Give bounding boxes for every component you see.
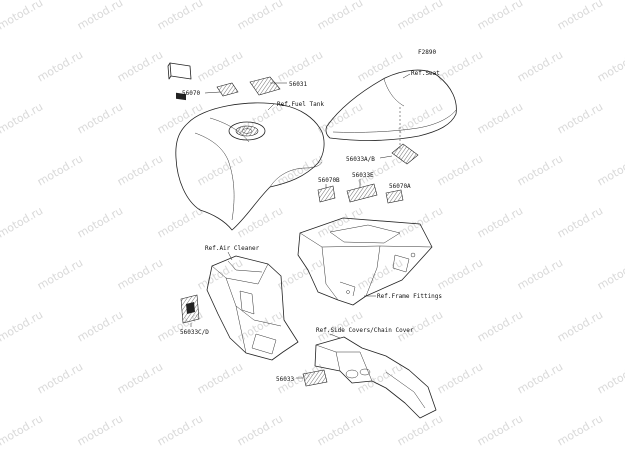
watermark-text: motod.ru: [75, 412, 125, 448]
watermark-text: motod.ru: [155, 0, 205, 33]
watermark-text: motod.ru: [435, 48, 485, 84]
decal-56070: 56070: [182, 82, 239, 97]
watermark-text: motod.ru: [435, 360, 485, 396]
watermark-text: motod.ru: [115, 360, 165, 396]
watermark-text: motod.ru: [195, 48, 245, 84]
fuel-tank-outline: Ref.Fuel Tank: [175, 101, 325, 231]
callout-56070: 56070: [182, 90, 200, 97]
watermark-text: motod.ru: [195, 256, 245, 292]
watermark-text: motod.ru: [515, 360, 565, 396]
callout-56031: 56031: [289, 81, 307, 88]
watermark-text: motod.ru: [0, 100, 45, 136]
watermark-text: motod.ru: [315, 0, 365, 33]
watermark-text: motod.ru: [515, 48, 565, 84]
watermark-text: motod.ru: [355, 48, 405, 84]
watermark-text: motod.ru: [355, 256, 405, 292]
figure-code: F2890: [418, 49, 436, 56]
watermark-text: motod.ru: [75, 0, 125, 33]
watermark-text: motod.ru: [475, 412, 525, 448]
callout-ref-air-cleaner: Ref.Air Cleaner: [205, 245, 260, 252]
decal-56031: 56031: [249, 76, 307, 96]
watermark-text: motod.ru: [435, 256, 485, 292]
decal-56033e: 56033E: [346, 172, 378, 203]
callout-56033ab: 56033A/B: [346, 156, 375, 163]
callout-56033e: 56033E: [352, 172, 374, 179]
callout-ref-frame-fittings: Ref.Frame Fittings: [377, 293, 442, 300]
watermark-text: motod.ru: [155, 100, 205, 136]
watermark-text: motod.ru: [475, 204, 525, 240]
watermark-text: motod.ru: [195, 152, 245, 188]
frame-tray-outline: Ref.Frame Fittings: [297, 217, 442, 306]
watermark-text: motod.ru: [75, 100, 125, 136]
watermark-text: motod.ru: [555, 0, 605, 33]
callout-56070a: 56070A: [389, 183, 411, 190]
watermark-text: motod.ru: [35, 152, 85, 188]
watermark-text: motod.ru: [395, 100, 445, 136]
watermark-text: motod.ru: [595, 152, 625, 188]
watermark-text: motod.ru: [155, 204, 205, 240]
decal-56033ab: 56033A/B: [346, 143, 419, 165]
seat-outline: Ref.Seat: [325, 69, 457, 150]
watermark-text: motod.ru: [0, 204, 45, 240]
watermark-text: motod.ru: [515, 256, 565, 292]
watermark-text: motod.ru: [75, 204, 125, 240]
watermark-text: motod.ru: [555, 308, 605, 344]
side-cover-outline: Ref.Side Covers/Chain Cover: [314, 327, 437, 419]
watermark-text: motod.ru: [435, 152, 485, 188]
watermark-text: motod.ru: [275, 256, 325, 292]
watermark-text: motod.ru: [555, 204, 605, 240]
callout-ref-seat: Ref.Seat: [411, 70, 440, 77]
watermark-text: motod.ru: [475, 100, 525, 136]
watermark-text: motod.ru: [595, 256, 625, 292]
air-cleaner-outline: Ref.Air Cleaner: [205, 245, 299, 361]
watermark-text: motod.ru: [0, 308, 45, 344]
watermark-text: motod.ru: [35, 48, 85, 84]
watermark-text: motod.ru: [235, 204, 285, 240]
watermark-text: motod.ru: [235, 308, 285, 344]
watermark-text: motod.ru: [0, 412, 45, 448]
watermark-text: motod.ru: [595, 48, 625, 84]
callout-56070b: 56070B: [318, 177, 340, 184]
watermark-text: motod.ru: [395, 0, 445, 33]
watermark-text: motod.ru: [355, 360, 405, 396]
watermark-text: motod.ru: [515, 152, 565, 188]
watermark-text: motod.ru: [555, 412, 605, 448]
watermark-text: motod.ru: [0, 0, 45, 33]
decal-56070a: 56070A: [385, 183, 411, 204]
watermark-text: motod.ru: [155, 412, 205, 448]
watermark-text: motod.ru: [235, 412, 285, 448]
watermark-text: motod.ru: [115, 256, 165, 292]
watermark-text: motod.ru: [75, 308, 125, 344]
watermark-text: motod.ru: [235, 0, 285, 33]
watermark-text: motod.ru: [115, 152, 165, 188]
watermark-text: motod.ru: [475, 0, 525, 33]
callout-ref-fuel-tank: Ref.Fuel Tank: [277, 101, 324, 108]
decal-56033cd: 56033C/D: [180, 294, 209, 336]
watermark-text: motod.ru: [315, 412, 365, 448]
decal-56033: 56033: [276, 369, 328, 387]
callout-ref-side-covers: Ref.Side Covers/Chain Cover: [316, 327, 414, 334]
watermark-text: motod.ru: [35, 360, 85, 396]
watermark-text: motod.ru: [115, 48, 165, 84]
kawasaki-book-icon: [167, 62, 192, 101]
callout-56033: 56033: [276, 376, 294, 383]
decal-56070b: 56070B: [317, 177, 340, 203]
callout-56033cd: 56033C/D: [180, 329, 209, 336]
watermark-text: motod.ru: [315, 204, 365, 240]
watermark-text: motod.ru: [475, 308, 525, 344]
watermark-text: motod.ru: [595, 360, 625, 396]
watermark-text: motod.ru: [555, 100, 605, 136]
watermark-text: motod.ru: [275, 48, 325, 84]
watermark-text: motod.ru: [35, 256, 85, 292]
watermark-text: motod.ru: [195, 360, 245, 396]
